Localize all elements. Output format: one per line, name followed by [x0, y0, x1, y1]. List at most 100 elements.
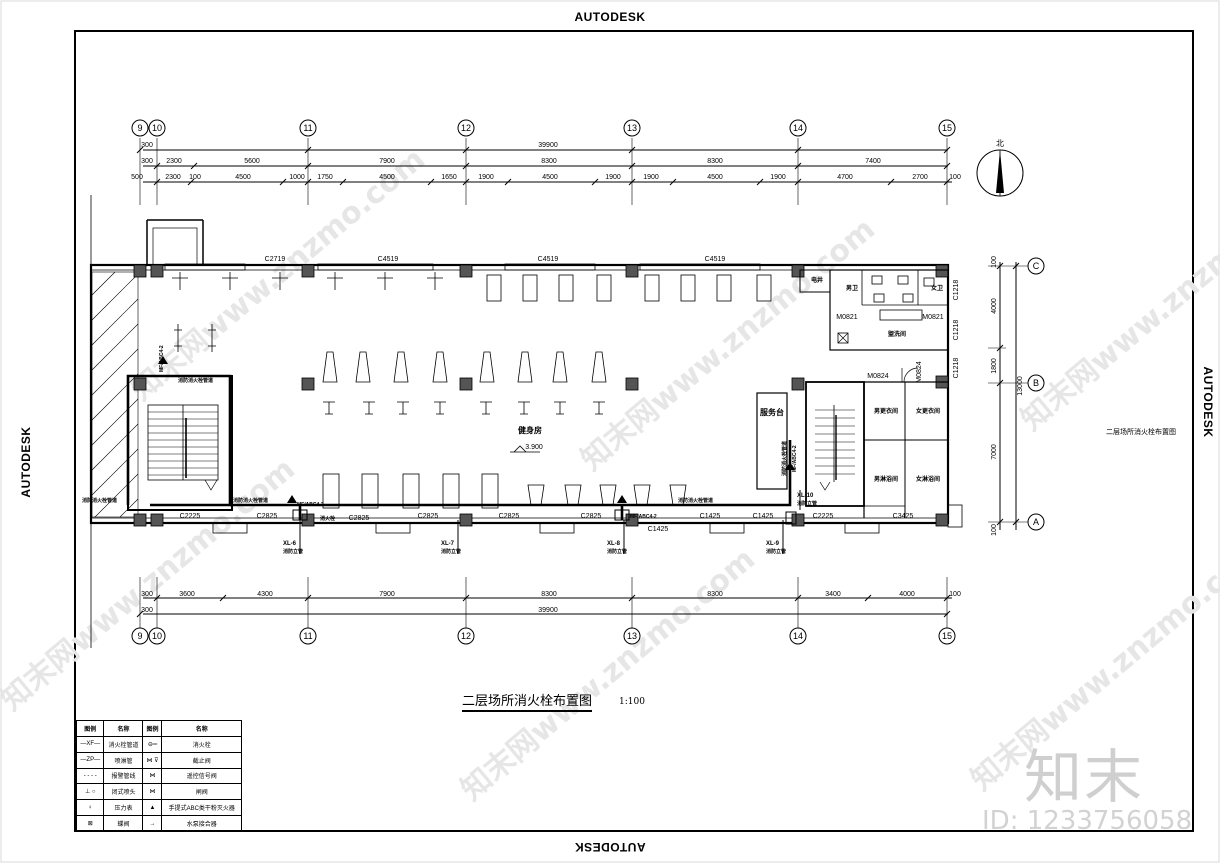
watermark-logo: 知末	[1024, 743, 1145, 811]
grid-label-10: 10	[152, 631, 162, 641]
room-womens-shower-label: 女淋浴间	[916, 475, 940, 483]
dim-bottom: 3600	[179, 591, 195, 598]
window-tag: C1425	[648, 526, 669, 533]
window-tag: C1218	[953, 280, 960, 301]
room-mens-locker-label: 男更衣间	[874, 407, 898, 415]
dim-bottom: 300	[141, 591, 153, 598]
dim-top1: 7900	[379, 158, 395, 165]
room-mens-wc-label: 男卫	[846, 284, 858, 292]
pipe-note: 消防消火栓管道	[178, 377, 213, 384]
watermark-id: ID: 1233756058	[982, 806, 1193, 836]
dim-top2: 500	[131, 174, 143, 181]
legend-name: 遥控信号阀	[161, 767, 242, 785]
window-tag: C3425	[893, 513, 914, 520]
side-caption: 二层场所消火栓布置图	[1106, 429, 1176, 436]
plan-scale: 1:100	[619, 697, 645, 707]
legend-header-row: 图例 名称 图例 名称	[75, 720, 242, 737]
dim-top1: 5600	[244, 158, 260, 165]
door-tag: M0821	[836, 314, 858, 321]
legend-header: 名称	[161, 720, 242, 737]
grid-label-14: 14	[793, 631, 803, 641]
legend-name: 闭式喷头	[103, 783, 144, 801]
legend-symbol: —XF—	[75, 735, 105, 753]
legend-name: 水泵接合器	[161, 815, 242, 832]
window-tag: C1425	[753, 513, 774, 520]
dim-bottom: 100	[949, 591, 961, 598]
window-tag: C4519	[538, 256, 559, 263]
legend-symbol: - - - -	[75, 767, 105, 785]
dim-right: 7000	[991, 444, 998, 460]
dim-right: 100	[991, 256, 998, 268]
legend-name: 蝶阀	[103, 815, 144, 832]
legend-header: 名称	[103, 720, 144, 737]
room-womens-wc-label: 女卫	[931, 284, 943, 292]
window-tag: C1218	[953, 358, 960, 379]
dim-bottom: 8300	[541, 591, 557, 598]
window-tag: C2225	[813, 513, 834, 520]
dim-bottom-total: 39900	[538, 607, 558, 614]
legend-symbol: ⋈ ⊽	[142, 751, 163, 769]
grid-label-11: 11	[303, 123, 312, 133]
legend-name: 喷淋管	[103, 751, 144, 769]
dim-bottom: 4300	[257, 591, 273, 598]
pipe-note: 消防消火栓管道	[233, 497, 268, 504]
window-tag: C1425	[700, 513, 721, 520]
grid-label-9: 9	[137, 123, 142, 133]
legend-symbol: ⊖═	[142, 735, 163, 753]
window-tag: C2825	[418, 513, 439, 520]
dim-top1: 7400	[865, 158, 881, 165]
window-tag: C1218	[953, 320, 960, 341]
legend-row: —ZP— 喷淋管 ⋈ ⊽ 截止阀	[75, 751, 242, 769]
dim-top2: 1750	[317, 174, 333, 181]
legend-name: 闸阀	[161, 783, 242, 801]
grid-label-13: 13	[627, 631, 637, 641]
dim-bottom: 8300	[707, 591, 723, 598]
grid-label-10: 10	[152, 123, 162, 133]
legend-symbol: ⊠	[75, 815, 105, 832]
dim-top2: 1900	[770, 174, 786, 181]
window-tag: C4519	[705, 256, 726, 263]
dim-right: 1800	[991, 358, 998, 374]
grid-label-12: 12	[461, 631, 471, 641]
dim-bottom-row0: 300	[141, 607, 153, 614]
door-tag: M0821	[922, 314, 944, 321]
dim-right: 13000	[1017, 376, 1024, 396]
door-tag: M0824	[867, 373, 889, 380]
legend-name: 压力表	[103, 799, 144, 817]
dim-top2: 1900	[605, 174, 621, 181]
legend-table: 图例 名称 图例 名称 —XF— 消火栓管道 ⊖═ 消火栓 —ZP— 喷淋管 ⋈…	[75, 720, 242, 832]
window-tag: C2825	[349, 515, 370, 522]
dim-top2: 1900	[643, 174, 659, 181]
dim-right: 4000	[991, 298, 998, 314]
extinguisher-tag: MF/ABC4-2	[159, 345, 165, 372]
dim-top2: 1000	[289, 174, 305, 181]
room-shaft-label: 电井	[811, 276, 823, 284]
legend-name: 报警管线	[103, 767, 144, 785]
pipe-note: 消防消火栓管道	[82, 497, 117, 504]
room-gym-label: 健身房	[518, 425, 542, 435]
riser-tag: XL-6	[283, 541, 297, 547]
legend-row: ⊠ 蝶阀 → 水泵接合器	[75, 815, 242, 832]
grid-label-11: 11	[303, 631, 312, 641]
legend-row: ⊥ ○ 闭式喷头 ⋈ 闸阀	[75, 783, 242, 801]
dim-top1: 2300	[166, 158, 182, 165]
window-tag: C4519	[378, 256, 399, 263]
grid-label-15: 15	[942, 123, 952, 133]
legend-header: 图例	[75, 720, 105, 737]
compass-label: 北	[996, 139, 1004, 148]
legend-symbol: ▲	[142, 799, 163, 817]
dim-top2: 4500	[379, 174, 395, 181]
dim-top2: 4500	[542, 174, 558, 181]
riser-note: 消防立管	[607, 548, 627, 555]
riser-tag: XL-10	[797, 493, 814, 499]
legend-row: ♀ 压力表 ▲ 手提式ABC类干粉灭火器	[75, 799, 242, 817]
riser-note: 消防立管	[766, 548, 786, 555]
plan-title: 二层场所消火栓布置图	[462, 690, 593, 712]
extinguisher-tag: MF/ABC4-2	[297, 502, 324, 508]
legend-symbol: —ZP—	[75, 751, 105, 769]
dim-top1: 300	[141, 158, 153, 165]
legend-symbol: ♀	[75, 799, 105, 817]
